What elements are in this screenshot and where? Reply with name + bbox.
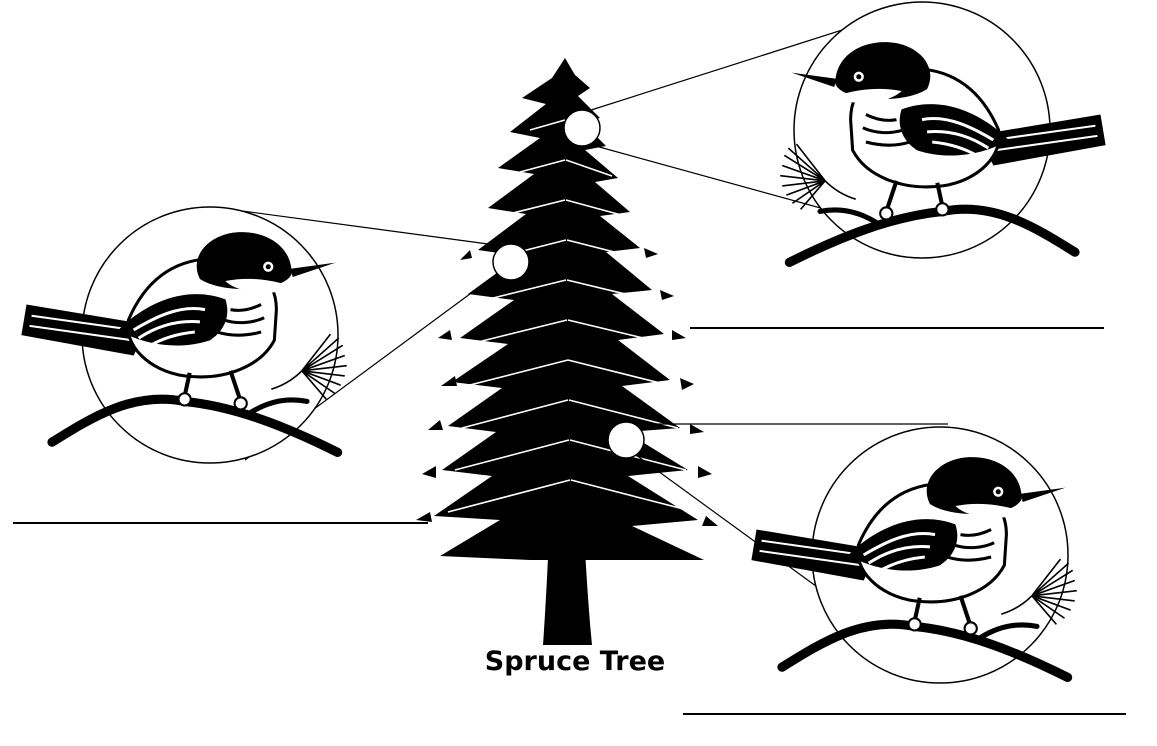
tree-marker-lower xyxy=(608,422,644,458)
tree-marker-middle xyxy=(493,244,529,280)
callout-top xyxy=(564,2,1106,262)
answer-blank-1[interactable] xyxy=(690,327,1104,329)
spruce-tree xyxy=(416,58,718,645)
tree-caption: Spruce Tree xyxy=(470,646,680,677)
answer-blank-3[interactable] xyxy=(683,713,1126,715)
tree-marker-top xyxy=(564,110,600,146)
answer-blank-2[interactable] xyxy=(13,522,428,524)
